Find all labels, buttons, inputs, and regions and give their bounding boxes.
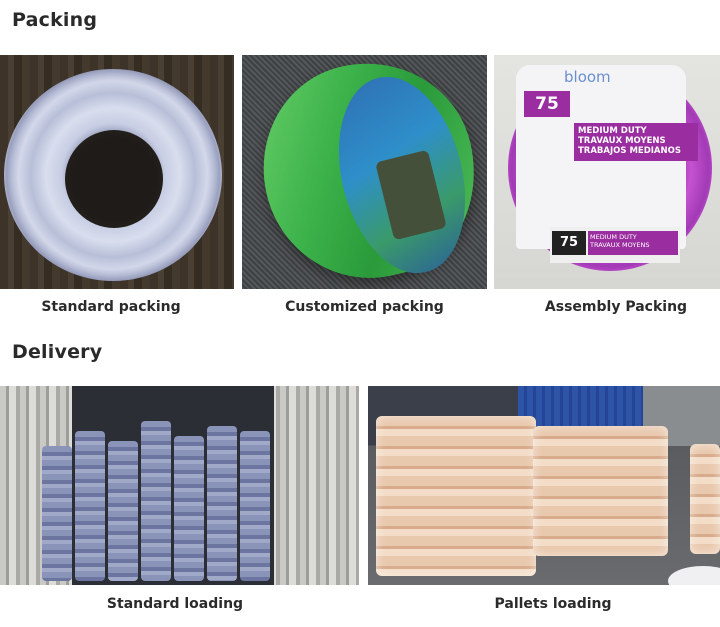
blue-truck <box>518 386 643 431</box>
packing-heading: Packing <box>12 9 98 31</box>
coil-stack <box>240 431 270 581</box>
pallets-loading-photo <box>368 386 720 585</box>
pallets-loading-caption: Pallets loading <box>494 596 612 612</box>
duty-line-fr: TRAVAUX MOYENS <box>578 136 666 146</box>
assembly-packing-caption: Assembly Packing <box>544 299 688 315</box>
delivery-heading: Delivery <box>12 341 103 363</box>
brand-logo: bloom <box>564 68 611 86</box>
coil-center <box>65 130 163 228</box>
standard-packing-photo <box>0 55 234 289</box>
coil-stack <box>42 446 72 581</box>
tag-line-fr: TRAVAUX MOYENS <box>590 241 650 249</box>
customized-packing-photo <box>242 55 487 289</box>
coil-stack <box>207 426 237 581</box>
wrapped-coil <box>668 566 720 585</box>
coil-stack <box>75 431 105 581</box>
duty-line-en: MEDIUM DUTY <box>578 126 647 136</box>
length-badge: 75 <box>524 91 570 117</box>
coil-stack <box>108 441 138 581</box>
tag-line-en: MEDIUM DUTY <box>590 233 637 241</box>
tag-length: 75 <box>552 231 586 255</box>
hang-tag: 75 MEDIUM DUTY TRAVAUX MOYENS <box>550 227 680 263</box>
standard-loading-photo <box>0 386 359 585</box>
duty-line-es: TRABAJOS MEDIANOS <box>578 146 681 156</box>
standard-packing-caption: Standard packing <box>41 299 181 315</box>
coil-stack <box>141 421 171 581</box>
standard-loading-caption: Standard loading <box>106 596 244 612</box>
pallet-stack <box>533 426 668 556</box>
coil-stack <box>174 436 204 581</box>
tag-band: MEDIUM DUTY TRAVAUX MOYENS <box>588 231 678 255</box>
assembly-packing-photo: bloom 75 MEDIUM DUTY TRAVAUX MOYENS TRAB… <box>494 55 720 289</box>
customized-packing-caption: Customized packing <box>285 299 444 315</box>
pallet-stack <box>690 444 720 554</box>
duty-band: MEDIUM DUTY TRAVAUX MOYENS TRABAJOS MEDI… <box>574 123 698 161</box>
pallet-stack <box>376 416 536 576</box>
